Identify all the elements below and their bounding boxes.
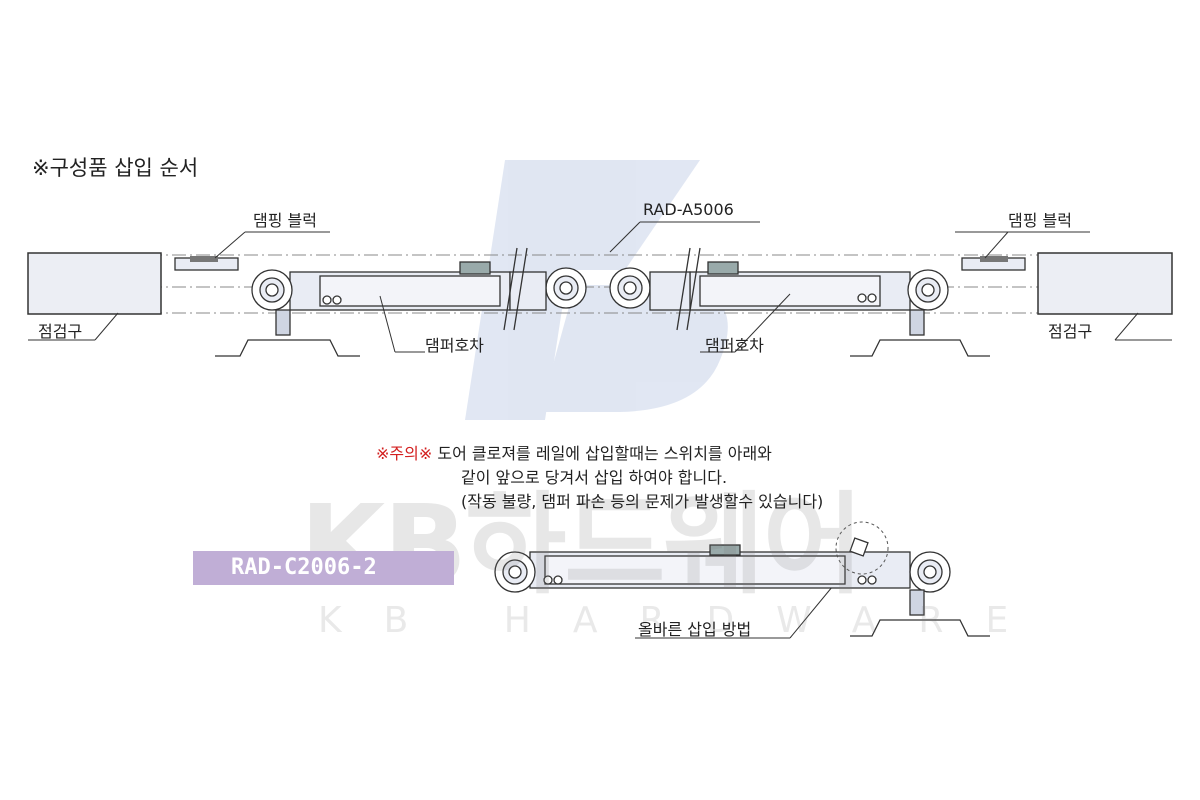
label-damper-car-right: 댐퍼호차: [705, 336, 764, 355]
caution-line-1: 도어 클로져를 레일에 삽입할때는 스위치를 아래와: [432, 444, 772, 463]
switch-detail-circle: [835, 521, 889, 575]
damping-block-right: [961, 256, 1026, 271]
brand-watermark-sub: KB HARDWARE: [318, 600, 1051, 641]
caution-line-2: 같이 앞으로 당겨서 삽입 하여야 합니다.: [461, 468, 728, 487]
label-rail: RAD-A5006: [643, 200, 734, 219]
caution-note: ※주의※ 도어 클로져를 레일에 삽입할때는 스위치를 아래와 같이 앞으로 당…: [376, 442, 823, 514]
label-correct-insertion: 올바른 삽입 방법: [638, 620, 752, 639]
caution-mark: ※주의※: [376, 444, 433, 463]
label-inspection-left: 점검구: [38, 322, 83, 341]
label-damping-block-right: 댐핑 블럭: [1008, 211, 1072, 230]
label-inspection-right: 점검구: [1048, 322, 1093, 341]
model-badge: RAD-C2006-2: [193, 551, 454, 585]
damper-correct-insertion: [494, 544, 990, 637]
label-damping-block-left: 댐핑 블럭: [253, 211, 317, 230]
damper-car-right: [609, 261, 990, 357]
label-damper-car-left: 댐퍼호차: [425, 336, 484, 355]
section-title: ※구성품 삽입 순서: [32, 156, 199, 180]
damper-car-left: [215, 261, 587, 357]
brand-watermark: KB하드웨어: [300, 481, 864, 609]
switch-icon: [849, 537, 869, 557]
caution-line-3: (작동 불량, 댐퍼 파손 등의 문제가 발생할수 있습니다): [461, 492, 824, 511]
inspection-cover-left: [27, 252, 162, 315]
damping-block-left: [174, 256, 239, 271]
inspection-cover-right: [1037, 252, 1173, 315]
kb-logo-watermark: [465, 160, 728, 420]
